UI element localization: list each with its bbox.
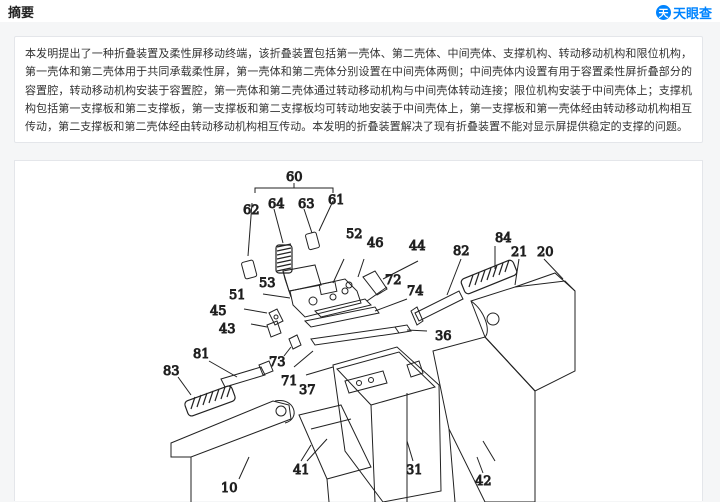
label-43: 43 [219, 322, 236, 337]
label-41: 41 [293, 463, 310, 478]
label-53: 53 [259, 276, 276, 291]
label-84: 84 [495, 231, 512, 246]
tianyancha-logo-icon: 天 [655, 5, 671, 20]
patent-drawing: 60 62 64 63 61 52 46 44 82 84 21 20 53 7… [163, 170, 576, 502]
section-title: 摘要 [8, 6, 35, 21]
label-60: 60 [286, 170, 303, 185]
brand-logo[interactable]: 天 天眼查 [655, 3, 712, 22]
label-51: 51 [229, 288, 246, 303]
label-36: 36 [435, 329, 452, 344]
label-72: 72 [385, 273, 402, 288]
label-81: 81 [193, 347, 210, 362]
abstract-text: 本发明提出了一种折叠装置及柔性屏移动终端，该折叠装置包括第一壳体、第二壳体、中间… [25, 47, 692, 134]
label-10: 10 [221, 481, 238, 496]
label-20: 20 [537, 245, 554, 260]
label-62: 62 [243, 203, 260, 218]
label-45: 45 [210, 304, 227, 319]
label-46: 46 [367, 236, 384, 251]
label-44: 44 [409, 239, 426, 254]
label-83: 83 [163, 364, 180, 379]
label-73: 73 [269, 355, 286, 370]
label-31: 31 [406, 463, 423, 478]
label-37: 37 [299, 383, 316, 398]
label-64: 64 [268, 197, 285, 212]
patent-figure-card: 60 62 64 63 61 52 46 44 82 84 21 20 53 7… [14, 160, 703, 502]
label-82: 82 [453, 244, 470, 259]
label-71: 71 [281, 374, 298, 389]
brand-name: 天眼查 [672, 7, 712, 22]
section-header: 摘要 天 天眼查 [0, 0, 720, 22]
label-61: 61 [328, 193, 345, 208]
label-52: 52 [346, 227, 363, 242]
label-21: 21 [511, 245, 528, 260]
label-42: 42 [475, 474, 492, 489]
label-74: 74 [407, 284, 424, 299]
abstract-card: 本发明提出了一种折叠装置及柔性屏移动终端，该折叠装置包括第一壳体、第二壳体、中间… [14, 36, 703, 143]
label-63: 63 [298, 197, 315, 212]
